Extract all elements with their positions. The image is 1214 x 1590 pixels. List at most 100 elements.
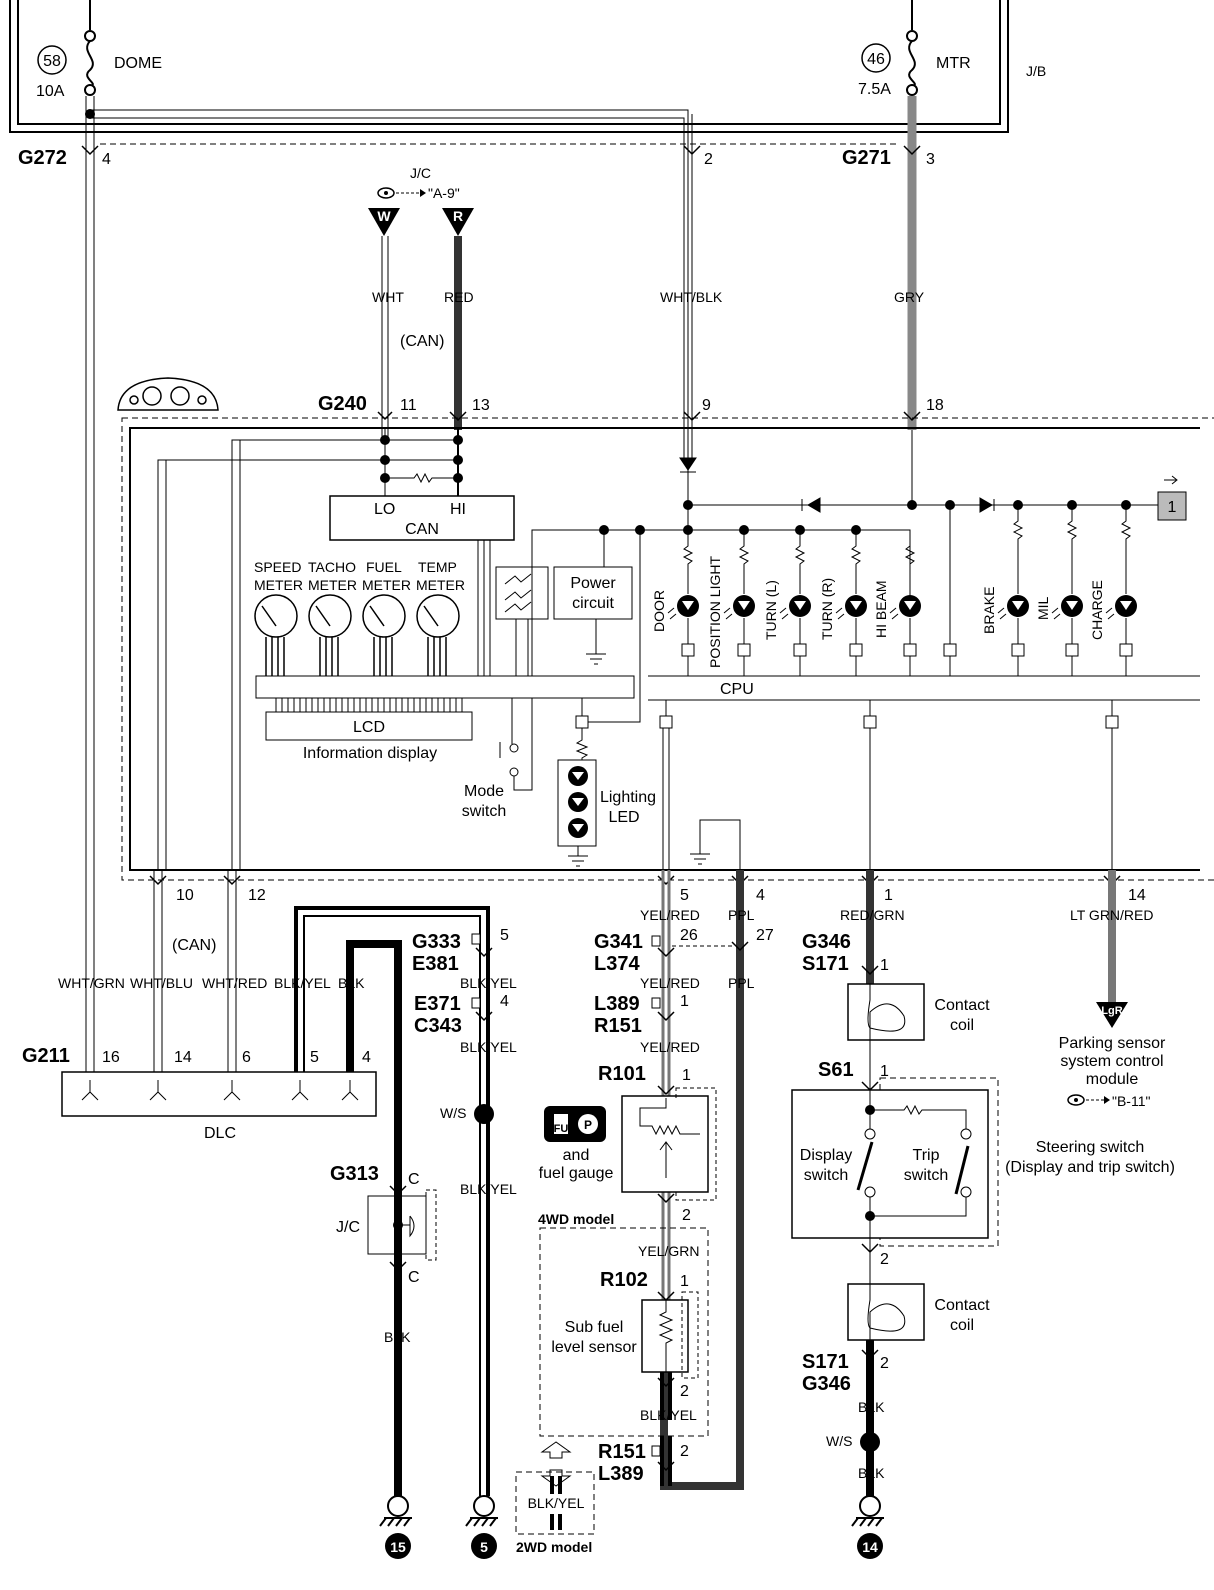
wire-yelred-b: YEL/RED [640,975,700,991]
wire-blkyel-trunk [294,906,490,1496]
info-display-label: Information display [303,745,437,762]
power-circuit-label: Power [570,575,616,592]
g211-pin-5: 5 [310,1049,319,1066]
jc-w: W [377,208,391,224]
lgr-triangle [1096,1002,1128,1028]
g341-pin2: 27 [756,927,774,944]
l389-pin: 1 [680,993,689,1010]
led-label-turnl: TURN (L) [763,580,779,640]
output-1: 1 [1157,475,1187,521]
g211-pin-16: 16 [102,1049,120,1066]
g240-p18: 18 [926,397,944,414]
led-door [667,530,699,676]
fuse-46-amp: 7.5A [858,81,891,98]
r102-pin2: 2 [680,1383,689,1400]
r101-label: R101 [598,1063,646,1085]
g333-label: G333 [412,931,461,953]
junction-block [9,0,1009,133]
wire-blkyel-d: BLK/YEL [640,1407,697,1423]
lower-wires [153,870,237,1072]
pin-14: 14 [1128,887,1146,904]
display-switch-label-2: switch [804,1167,848,1184]
steering-switch-label: Steering switch [1036,1139,1145,1156]
led-label-door: DOOR [651,590,667,632]
jb-label: J/B [1026,63,1046,79]
g272-label: G272 [18,147,67,169]
r101-pin1: 1 [682,1067,691,1084]
mode-switch-label: Mode [464,783,504,800]
wire-yelred-c: YEL/RED [640,1039,700,1055]
ws-splice-2 [860,1432,880,1452]
gauges: SPEED METER TACHO METER FUEL METER TEMP … [254,559,465,676]
led-label-turnr: TURN (R) [819,578,835,640]
led-label-charge: CHARGE [1089,580,1105,640]
wire-blk-a: BLK [858,1399,885,1415]
r101-sender: R101 1 2 [598,1063,717,1224]
display-switch-label: Display [800,1147,852,1164]
l389-label: L389 [594,993,640,1015]
mode-switch [499,698,533,791]
dlc-label: DLC [204,1125,236,1142]
contact-coil-2-label: Contact [934,1297,990,1314]
dlc: DLC [61,1071,377,1142]
c343-label: C343 [414,1015,462,1037]
g271-label: G271 [842,147,891,169]
fuse-58-name: DOME [114,55,162,72]
cpu-outputs [659,700,1119,870]
parking-label-2: system control [1060,1053,1163,1070]
ground-5: 5 [465,1495,498,1559]
ws-splice [474,1104,494,1124]
fuse-46: 46 7.5A MTR [858,0,971,98]
parking-ref: "B-11" [1112,1093,1151,1109]
g341-pin: 26 [680,927,698,944]
gauge-tacho-1: TACHO [308,559,356,575]
lgr-label: LgR [1101,1005,1122,1017]
fuel-gauge-icon: FU P and fuel gauge [539,1106,613,1182]
wire-blkyel-label: BLK/YEL [274,975,331,991]
wire-yelred-a: YEL/RED [640,907,700,923]
r151-label: R151 [594,1015,642,1037]
gauge-tacho-2: METER [308,577,357,593]
wire-ppl-b: PPL [728,975,755,991]
eye-icon [377,187,395,199]
contact-coil-2: Contact coil [847,1283,990,1341]
jc2-label: J/C [336,1219,360,1236]
fuel-icon-p: P [584,1118,592,1132]
ws-b-label: W/S [826,1433,852,1449]
ws-label: W/S [440,1105,466,1121]
jc-reference: J/C "A-9" W R [368,165,474,236]
fuse-58-amp: 10A [36,83,65,100]
wire-gry-label: GRY [894,289,925,305]
wire-whtblu-label: WHT/BLU [130,975,193,991]
lighting-led-label-2: LED [608,809,639,826]
sub-fuel-label-2: level sensor [551,1339,637,1356]
contact-coil-1-label-2: coil [950,1017,974,1034]
wire-blk-b: BLK [858,1465,885,1481]
cpu-bus: CPU [255,675,1200,701]
wire-whtblk-label: WHT/BLK [660,289,723,305]
led-brake [997,505,1029,676]
wire-ppl [660,870,744,1490]
g346-pin: 1 [880,957,889,974]
ground-14: 14 [851,1495,884,1559]
jc-ref: "A-9" [428,185,460,201]
led-label-brake: BRAKE [981,587,997,634]
g211-label: G211 [22,1045,70,1067]
gauge-temp-2: METER [416,577,465,593]
lighting-led [557,530,641,867]
wire-whtred-label: WHT/RED [202,975,267,991]
sub-fuel-label: Sub fuel [565,1319,624,1336]
led-hi-beam [889,530,921,676]
trip-switch-label-2: switch [904,1167,948,1184]
wire-wht [381,236,389,440]
jc-w-triangle [368,208,400,236]
g313-jc: G313 C C J/C [330,1163,437,1286]
lcd-label: LCD [353,719,385,736]
g211-pin-4: 4 [362,1049,371,1066]
wire-blkyel-c: BLK/YEL [460,1181,517,1197]
wd2-label: 2WD model [516,1539,592,1555]
steering-switch-label2: (Display and trip switch) [1005,1159,1175,1176]
lcd: LCD Information display [265,698,473,762]
wd2-option: BLK/YEL 2WD model [515,1441,595,1555]
jc-r-triangle [442,208,474,236]
